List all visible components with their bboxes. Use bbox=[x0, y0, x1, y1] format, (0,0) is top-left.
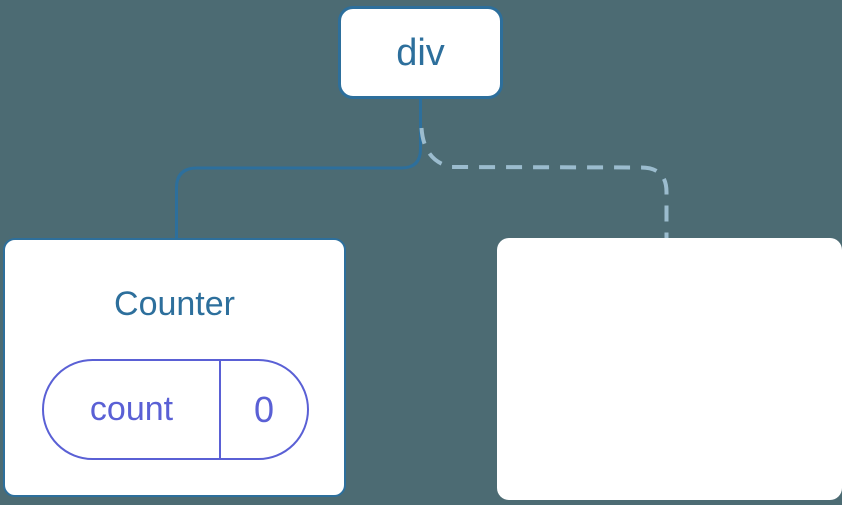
dashed-connector-line bbox=[419, 127, 669, 238]
state-pill: count 0 bbox=[42, 359, 309, 460]
state-name: count bbox=[89, 390, 174, 428]
tree-node-div: div bbox=[338, 6, 503, 99]
tree-node-removed bbox=[497, 238, 842, 500]
component-title: Counter bbox=[114, 285, 235, 323]
node-label: div bbox=[396, 31, 445, 74]
tree-node-counter: Counter count 0 bbox=[3, 238, 346, 497]
state-value: 0 bbox=[219, 361, 307, 458]
solid-connector-line bbox=[175, 99, 422, 238]
